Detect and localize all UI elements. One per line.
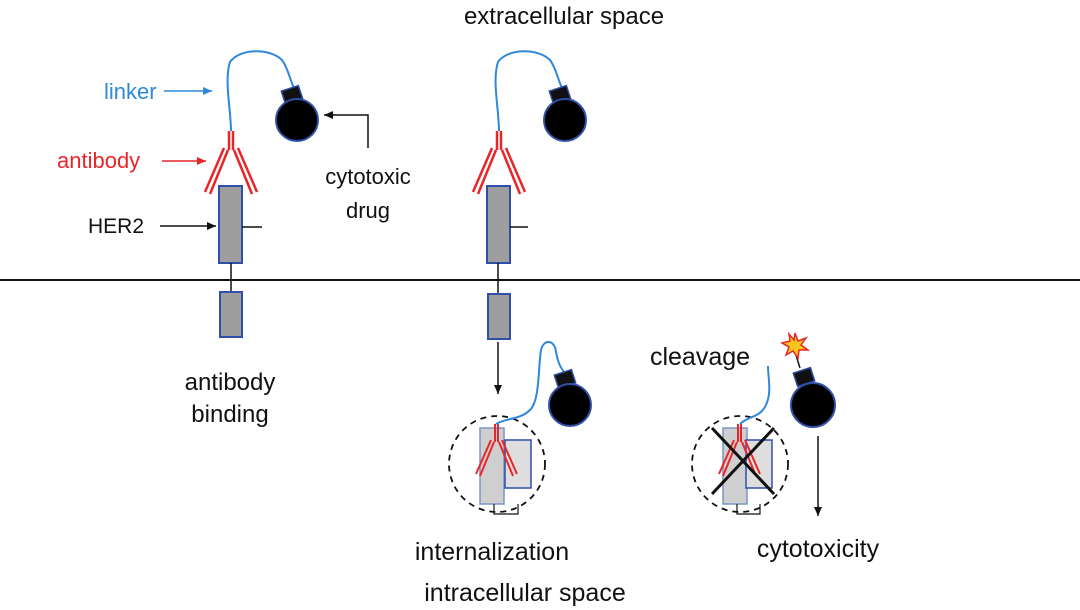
linker-left — [226, 50, 295, 132]
her2-intracellular-domain — [219, 291, 243, 338]
extracellular-space-label: extracellular space — [464, 3, 664, 30]
antibody-binding-label-line1: antibody — [185, 369, 276, 396]
adc-bound-left — [203, 50, 319, 338]
cytotoxic-drug-label-line1: cytotoxic — [325, 164, 411, 189]
her2-label: HER2 — [88, 215, 144, 238]
cleavage-label: cleavage — [650, 343, 750, 371]
antibody-binding-label-line2: binding — [191, 401, 268, 428]
cytotoxicity-label: cytotoxicity — [757, 535, 880, 563]
cytotoxic-drug-bomb-left — [275, 84, 319, 142]
antibody-left — [203, 131, 259, 195]
adc-bound-middle — [471, 50, 587, 340]
explosion-icon — [780, 331, 811, 360]
cytotoxic-drug-arrow — [324, 111, 369, 148]
antibody-label: antibody — [57, 148, 140, 173]
endosome-internalized — [448, 341, 592, 515]
cytotoxic-drug-label-line2: drug — [346, 198, 390, 223]
endosome-cleaved — [691, 365, 789, 515]
internalization-label: internalization — [415, 538, 569, 566]
linker-label: linker — [104, 79, 157, 104]
released-drug-bomb — [780, 331, 836, 428]
her2-extracellular-domain — [218, 185, 243, 264]
intracellular-space-label: intracellular space — [424, 579, 626, 607]
